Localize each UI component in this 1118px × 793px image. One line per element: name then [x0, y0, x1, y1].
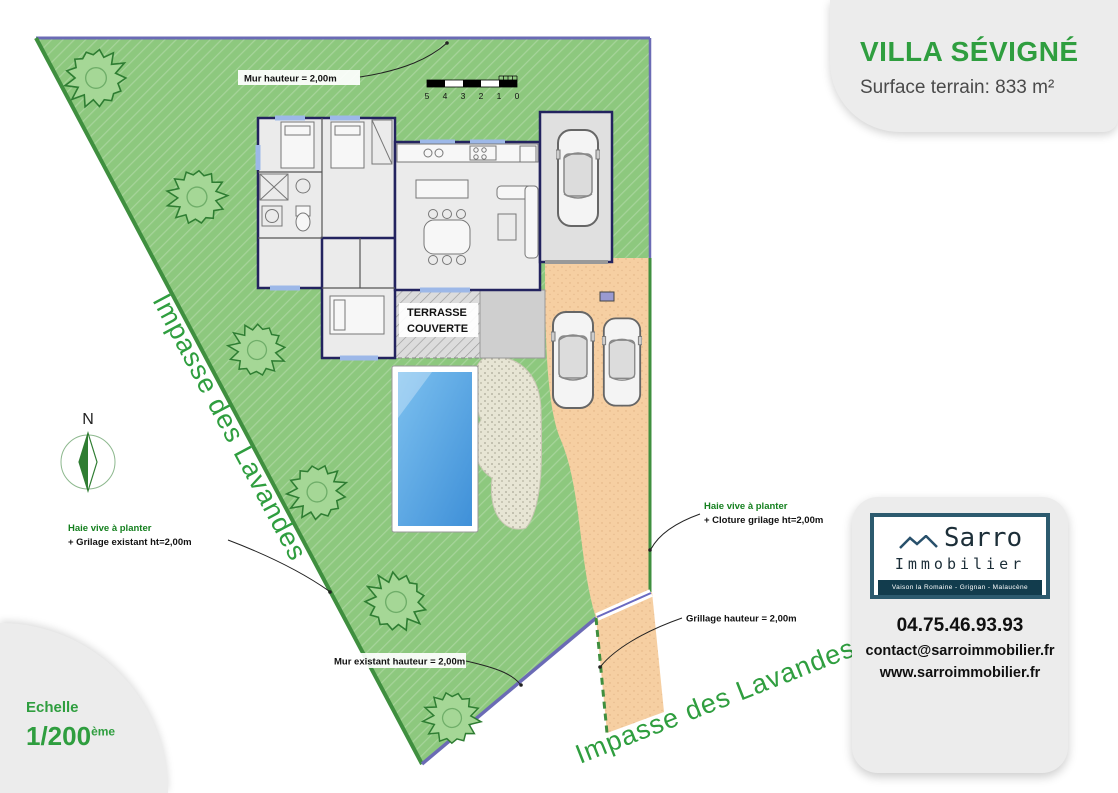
- driveway-apron: [596, 592, 664, 733]
- parcel-boundaries: [34, 36, 653, 766]
- annotation-fence-gate: Grillage hauteur = 2,00m: [598, 610, 806, 669]
- scale-value: 1/200ème: [26, 721, 115, 752]
- page-title: VILLA SÉVIGNÉ: [860, 36, 1079, 67]
- annotation-wall-bottom: Mur existant hauteur = 2,00m: [330, 653, 523, 687]
- annotation-hedge-right: Haie vive à planter + Cloture grilage ht…: [648, 496, 830, 552]
- scale-tick: 4: [443, 91, 448, 101]
- agency-name: Sarro: [943, 523, 1023, 553]
- car-icon: [602, 317, 642, 407]
- compass-north-label: N: [82, 411, 94, 428]
- agency-email: contact@sarroimmobilier.fr: [865, 643, 1055, 659]
- project-title-card: VILLA SÉVIGNÉ Surface terrain: 833 m²: [830, 0, 1118, 132]
- agency-phone: 04.75.46.93.93: [896, 615, 1024, 636]
- terrace-label-line2: COUVERTE: [407, 323, 468, 335]
- agency-website: www.sarroimmobilier.fr: [879, 665, 1041, 681]
- scale-bar: 5 4 3 2 1 0: [425, 75, 520, 101]
- boundary-fence-gate-side: [594, 617, 609, 734]
- roofline-icon: [898, 535, 938, 549]
- annotation-hedge-left-line1: Haie vive à planter: [68, 523, 152, 534]
- car-icon: [556, 129, 600, 227]
- annotation-wall-bottom-text: Mur existant hauteur = 2,00m: [334, 657, 465, 668]
- terrace-label: TERRASSE COUVERTE: [399, 303, 478, 337]
- agency-cities: Vaison la Romaine - Grignan - Malaucène: [878, 580, 1042, 595]
- agency-card: Sarro Immobilier Vaison la Romaine - Gri…: [852, 497, 1068, 773]
- scale-tick: 1: [497, 91, 502, 101]
- agency-logo: Sarro Immobilier Vaison la Romaine - Gri…: [870, 513, 1050, 599]
- surface-area: Surface terrain: 833 m²: [860, 77, 1055, 98]
- scale-label: Echelle: [26, 699, 79, 716]
- scale-tick: 5: [425, 91, 430, 101]
- side-gate: [599, 291, 615, 302]
- house-floorplan: [255, 110, 614, 361]
- annotation-hedge-left-line2: + Grilage existant ht=2,00m: [68, 537, 192, 548]
- annotation-wall-top: Mur hauteur = 2,00m: [238, 41, 449, 85]
- furniture: [259, 119, 539, 335]
- annotation-wall-top-text: Mur hauteur = 2,00m: [244, 74, 337, 85]
- annotation-hedge-left: Haie vive à planter + Grilage existant h…: [64, 518, 332, 594]
- annotation-hedge-right-line1: Haie vive à planter: [704, 501, 788, 512]
- scale-tick: 2: [479, 91, 484, 101]
- patio: [479, 289, 546, 359]
- swimming-pool: [391, 365, 479, 533]
- gate: [595, 589, 653, 621]
- scale-tick: 3: [461, 91, 466, 101]
- north-compass: N: [60, 411, 116, 494]
- terrace-label-line1: TERRASSE: [407, 307, 467, 319]
- annotation-hedge-right-line2: + Cloture grilage ht=2,00m: [704, 515, 823, 526]
- scale-value-number: 1/200: [26, 721, 92, 751]
- scale-value-suffix: ème: [91, 724, 116, 739]
- car-icon: [551, 310, 595, 410]
- gravel-path: [473, 356, 543, 530]
- scale-tick: 0: [515, 91, 520, 101]
- annotation-fence-gate-text: Grillage hauteur = 2,00m: [686, 614, 797, 625]
- agency-field: Immobilier: [894, 555, 1026, 573]
- boundary-fence-left: [34, 37, 424, 765]
